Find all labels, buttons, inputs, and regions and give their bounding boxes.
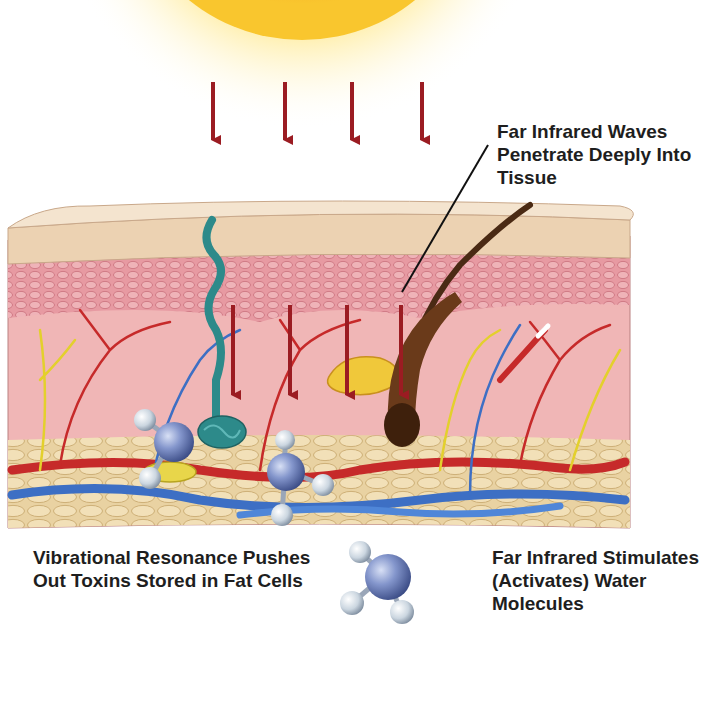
water-molecule: [134, 409, 194, 489]
hair-follicle: [384, 205, 530, 447]
water-molecule: [340, 541, 414, 624]
sebaceous-gland: [328, 326, 548, 395]
blood-vessels: [12, 310, 625, 515]
skin-block: [8, 201, 633, 528]
leader-line: [402, 145, 488, 292]
water-molecule: [267, 430, 334, 526]
infrared-arrows-skin: [233, 305, 401, 395]
callout-label: Far Infrared Stimulates (Activates) Wate…: [492, 546, 702, 616]
callout-label: Vibrational Resonance Pushes Out Toxins …: [33, 546, 318, 592]
infrared-arrows-top: [213, 82, 422, 140]
sun: [52, 0, 552, 130]
sweat-gland: [198, 220, 246, 448]
callout-label: Far Infrared Waves Penetrate Deeply Into…: [497, 120, 695, 190]
